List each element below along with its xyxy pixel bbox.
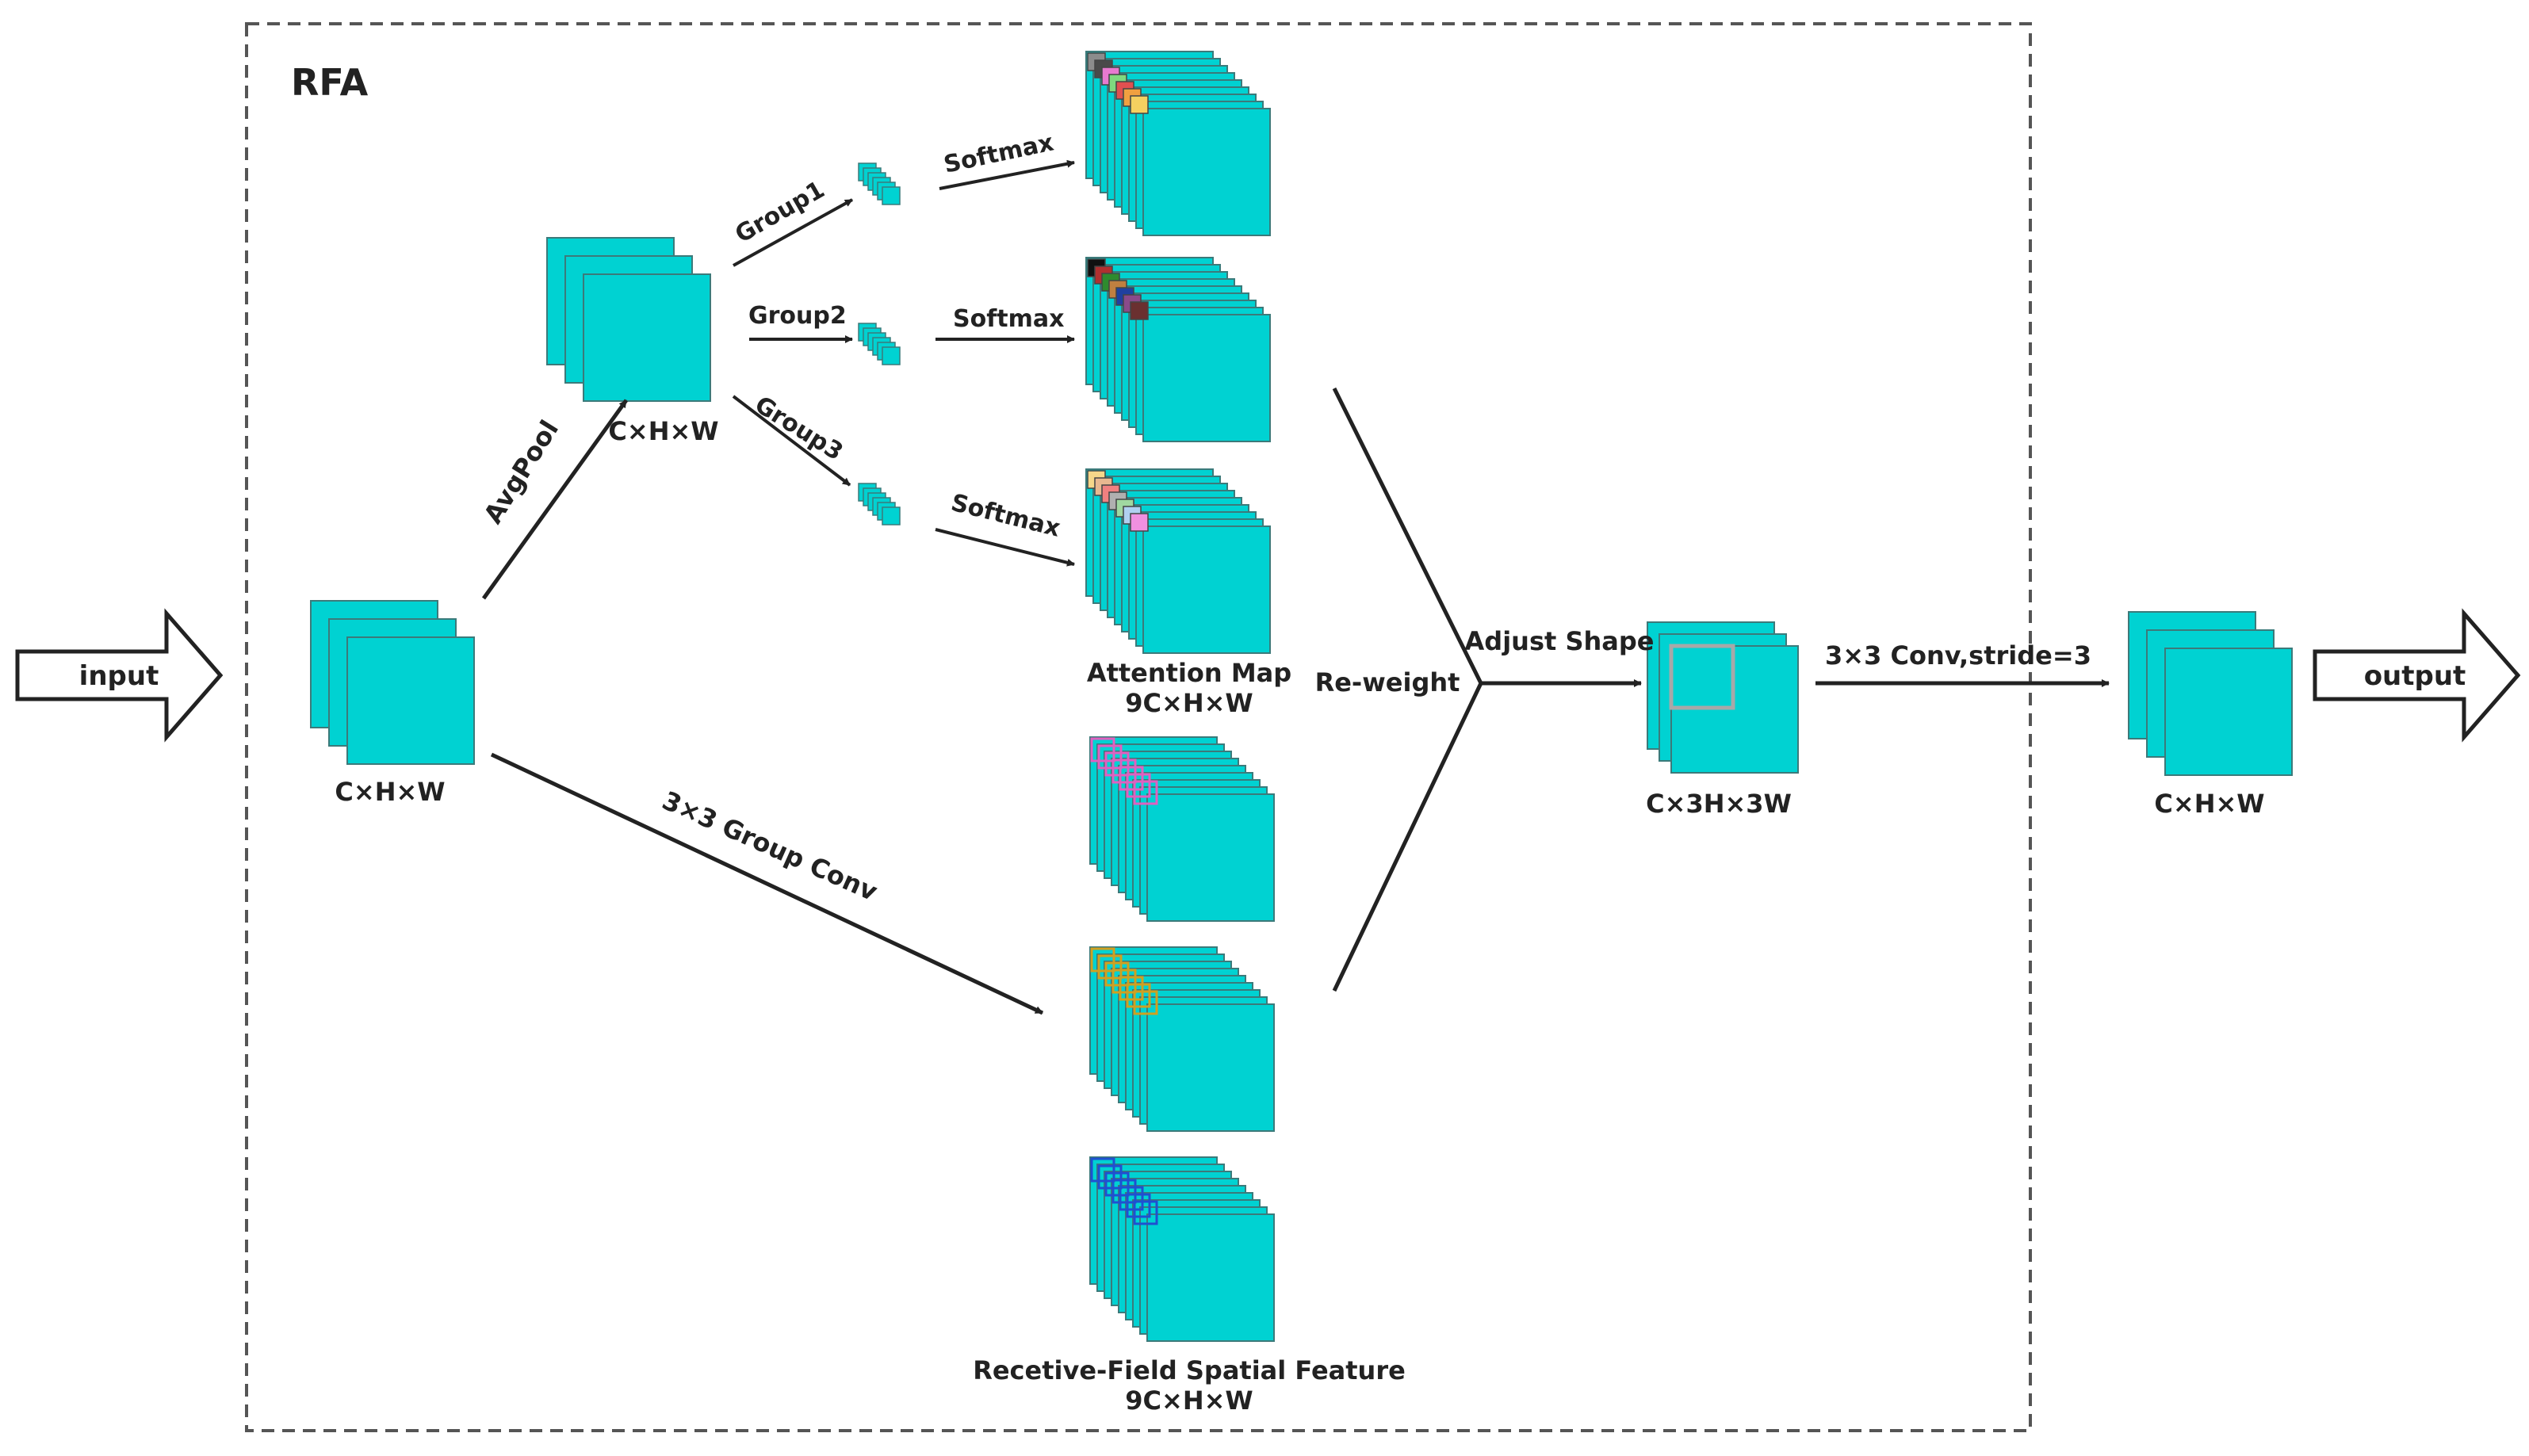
pooled-feature-layer: [583, 273, 711, 402]
group1-block: [858, 162, 901, 205]
avgpool-arrow: [481, 399, 629, 600]
attention-map-title: Attention Map: [1087, 658, 1291, 688]
receptive-window: [1090, 737, 1115, 762]
input-shape-label: C×H×W: [335, 777, 445, 807]
receptive-feature-shape: 9C×H×W: [1125, 1385, 1253, 1416]
receptive-feature-stack-3: [1089, 1156, 1275, 1342]
receptive-feature-stack-1: [1089, 736, 1275, 922]
final-conv-label: 3×3 Conv,stride=3: [1825, 640, 2091, 671]
receptive-layer-layer: [1146, 793, 1275, 922]
group1-arrow: [733, 198, 853, 267]
receptive-window: [1126, 1193, 1151, 1218]
receptive-window: [1126, 773, 1151, 798]
receptive-window: [1090, 1157, 1115, 1183]
receptive-window: [1090, 947, 1115, 973]
receptive-window: [1097, 1164, 1123, 1190]
receptive-window: [1133, 1200, 1158, 1225]
receptive-window: [1133, 990, 1158, 1015]
adjust-shape-label: Adjust Shape: [1465, 626, 1655, 656]
receptive-layer-layer: [1146, 1213, 1275, 1342]
input-arrow: input: [15, 608, 224, 743]
receptive-window: [1097, 744, 1123, 770]
receptive-window: [1111, 759, 1137, 784]
receptive-feature-stack-2: [1089, 946, 1275, 1132]
receptive-window: [1119, 766, 1144, 791]
group1-label: Group1: [731, 176, 830, 249]
receptive-window: [1104, 961, 1130, 987]
receptive-layer-layer: [1146, 1003, 1275, 1132]
receptive-window: [1104, 751, 1130, 777]
group3-block: [858, 483, 901, 525]
input-feature-layer: [346, 636, 475, 765]
adjusted-highlight-window: [1669, 644, 1735, 710]
attention-layer-layer: [1142, 314, 1271, 442]
adjusted-feature-stack: [1647, 621, 1799, 774]
group-conv-arrow: [490, 752, 1044, 1015]
output-feature-layer: [2164, 648, 2293, 776]
attention-weight-patch: [1130, 513, 1149, 532]
group-conv-label: 3×3 Group Conv: [658, 785, 882, 908]
group-cube: [882, 186, 901, 205]
group2-block: [858, 323, 901, 365]
group-cube: [882, 506, 901, 525]
output-shape-label: C×H×W: [2154, 789, 2264, 819]
module-title: RFA: [291, 61, 369, 104]
receptive-window: [1111, 969, 1137, 994]
output-feature-stack: [2128, 611, 2293, 776]
adjusted-shape-label: C×3H×3W: [1646, 789, 1792, 819]
attention-map-stack-1: [1085, 51, 1271, 236]
softmax1-arrow: [939, 159, 1075, 190]
attention-map-stack-2: [1085, 257, 1271, 442]
attention-map-shape: 9C×H×W: [1125, 688, 1253, 718]
attention-layer-layer: [1142, 525, 1271, 654]
rfa-module-frame: [245, 22, 2032, 1432]
output-label: output: [2364, 660, 2466, 692]
pooled-feature-stack: [546, 237, 711, 402]
receptive-window: [1126, 983, 1151, 1008]
receptive-window: [1111, 1179, 1137, 1204]
group3-label: Group3: [750, 391, 847, 466]
group-cube: [882, 346, 901, 365]
softmax3-label: Softmax: [948, 489, 1063, 543]
reweight-label: Re-weight: [1315, 667, 1460, 697]
receptive-window: [1104, 1171, 1130, 1197]
avgpool-label: AvgPool: [478, 415, 564, 529]
attention-weight-patch: [1130, 95, 1149, 114]
input-label: input: [79, 660, 159, 692]
attention-layer-layer: [1142, 108, 1271, 236]
softmax2-label: Softmax: [953, 305, 1064, 333]
pooled-shape-label: C×H×W: [608, 416, 718, 446]
softmax3-arrow: [935, 528, 1075, 567]
receptive-window: [1119, 976, 1144, 1001]
group2-label: Group2: [748, 302, 847, 330]
receptive-window: [1097, 954, 1123, 980]
attention-weight-patch: [1130, 301, 1149, 320]
attention-map-stack-3: [1085, 468, 1271, 654]
output-arrow: output: [2313, 608, 2521, 743]
input-feature-stack: [310, 600, 475, 765]
receptive-window: [1133, 780, 1158, 805]
group3-arrow: [732, 395, 851, 487]
receptive-feature-title: Recetive-Field Spatial Feature: [973, 1355, 1406, 1385]
softmax1-label: Softmax: [941, 128, 1056, 178]
receptive-window: [1119, 1186, 1144, 1211]
